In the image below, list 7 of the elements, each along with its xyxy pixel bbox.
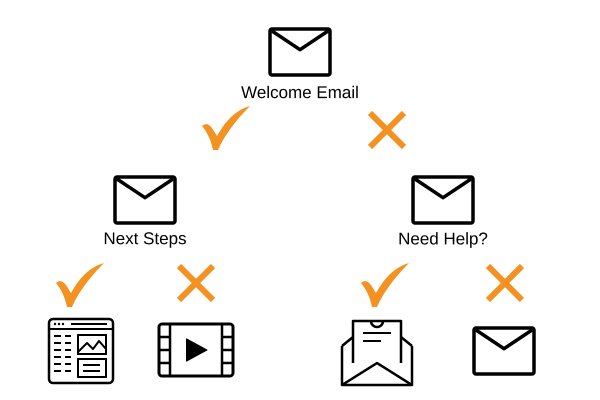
node-label: Need Help? [400, 232, 488, 248]
browser-icon [48, 318, 114, 384]
film-icon [158, 322, 234, 378]
open-letter-icon [340, 320, 414, 386]
node-label: Next Steps [104, 232, 186, 248]
node-label: Welcome Email [241, 86, 358, 98]
envelope-icon [472, 326, 536, 376]
